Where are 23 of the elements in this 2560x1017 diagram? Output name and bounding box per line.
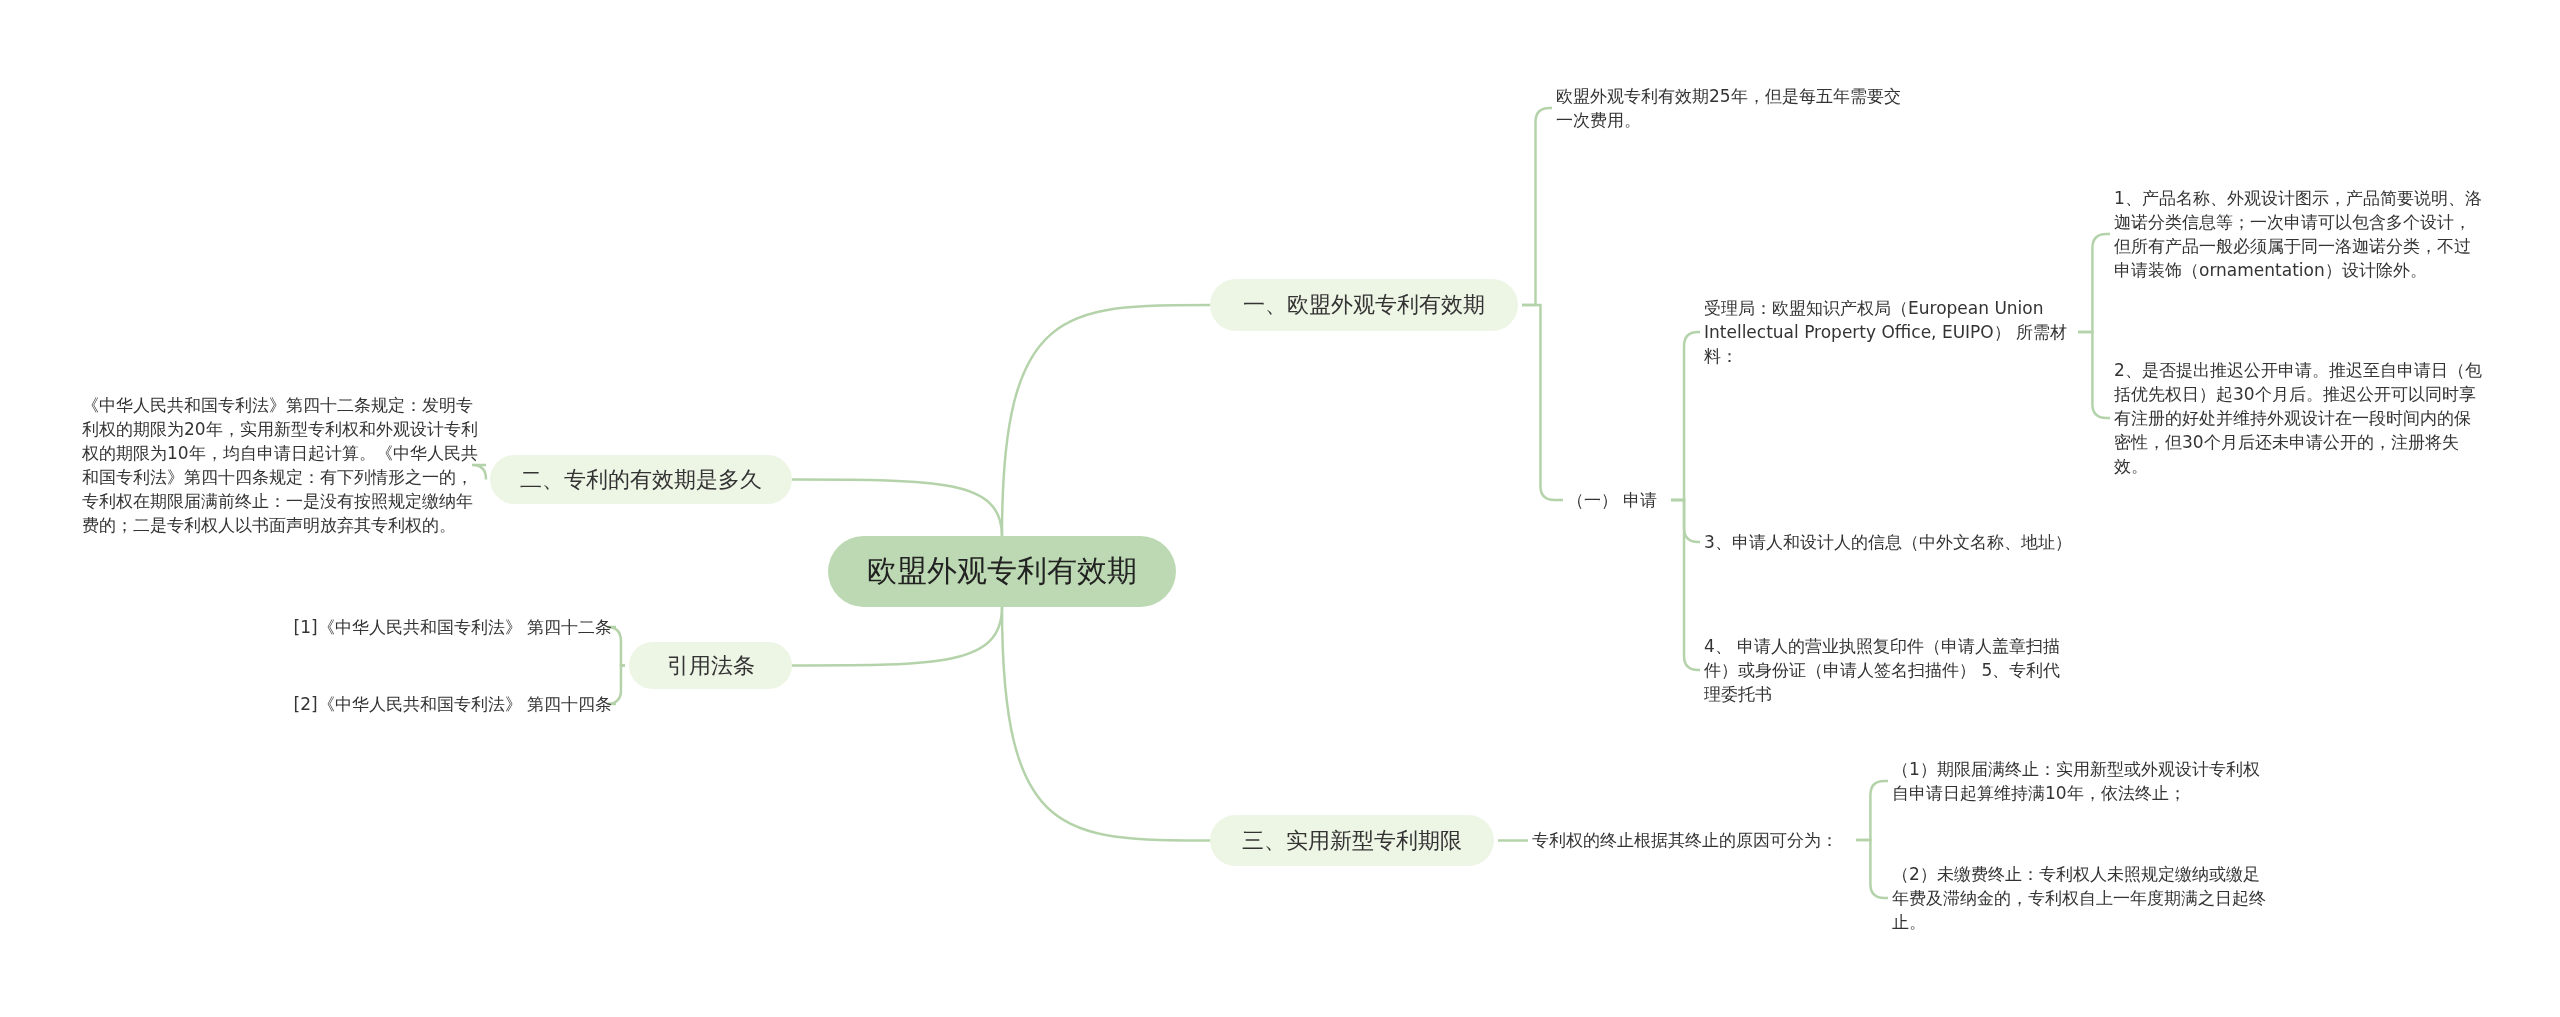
branch-topic: 引用法条 [629, 642, 792, 689]
connector-line [1000, 606, 1210, 842]
topic-text: （1）期限届满终止：实用新型或外观设计专利权自申请日起算维持满10年，依法终止； [1892, 757, 2272, 805]
topic-text: 4、 申请人的营业执照复印件（申请人盖章扫描件）或身份证（申请人签名扫描件） 5、专利代理委托书 [1704, 634, 2074, 706]
topic-text: （2）未缴费终止：专利权人未照规定缴纳或缴足年费及滞纳金的，专利权自上一年度期满之日起终止。 [1892, 862, 2272, 934]
topic-text: 2、是否提出推迟公开申请。推迟至自申请日（包括优先权日）起30个月后。推迟公开可以同时享有注册的好处并维持外观设计在一段时间内的保密性，但30个月后还未申请公开的，注册将失效。 [2114, 358, 2484, 478]
branch-topic: 二、专利的有效期是多久 [490, 455, 792, 504]
topic-text: 专利权的终止根据其终止的原因可分为： [1532, 828, 1852, 852]
connector-line [470, 463, 488, 481]
topic-text: [2]《中华人民共和国专利法》 第四十四条 [262, 692, 612, 716]
connector-line [792, 478, 1004, 537]
topic-text: （一） 申请 [1567, 488, 1667, 512]
topic-text: [1]《中华人民共和国专利法》 第四十二条 [262, 615, 612, 639]
branch-topic: 三、实用新型专利期限 [1210, 815, 1494, 866]
connector-line [1671, 498, 1700, 672]
topic-text: 3、申请人和设计人的信息（中外文名称、地址） [1704, 530, 2074, 554]
central-topic: 欧盟外观专利有效期 [828, 536, 1176, 607]
topic-text: 1、产品名称、外观设计图示，产品简要说明、洛迦诺分类信息等；一次申请可以包含多个设计，但所有产品一般必须属于同一洛迦诺分类，不过申请装饰（ornamentation）设计除外。 [2114, 186, 2484, 282]
topic-text: 受理局：欧盟知识产权局（European Union Intellectual Property Office, EUIPO） 所需材料： [1704, 296, 2074, 368]
branch-topic: 一、欧盟外观专利有效期 [1210, 279, 1518, 331]
connector-line [1498, 839, 1528, 842]
topic-text: 欧盟外观专利有效期25年，但是每五年需要交一次费用。 [1556, 84, 1916, 132]
topic-text: 《中华人民共和国专利法》第四十二条规定：发明专利权的期限为20年，实用新型专利权和外观设计专利权的期限为10年，均自申请日起计算。《中华人民共和国专利法》第四十四条规定：有下列情形之一的，专利权在期限届满前终止：一是没有按照规定缴纳年费的；二是专利权人以书面声明放弃其专利权的。 [82, 393, 482, 537]
